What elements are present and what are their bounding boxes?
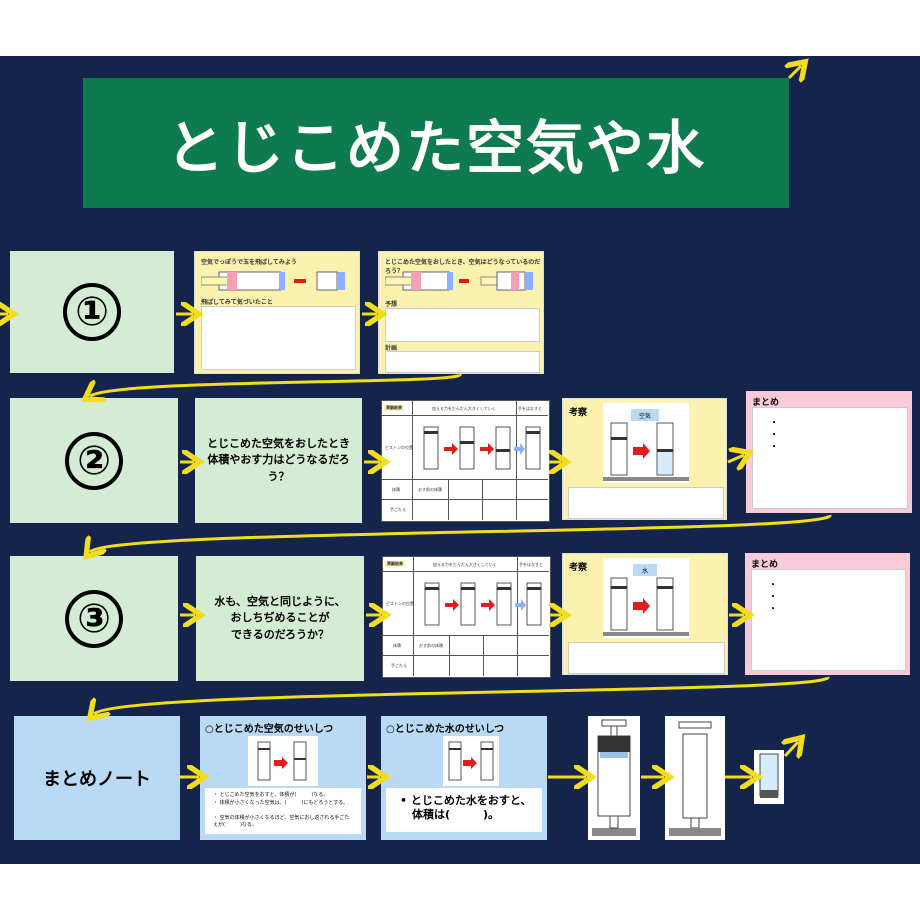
summary-3-header: まとめ — [751, 560, 779, 570]
air-gun-card[interactable]: 空気でっぽうで玉を飛ばしてみよう 飛ばしてみて気づいたこと — [194, 251, 360, 374]
note-water-line1: • とじこめた水をおすと、 — [400, 794, 532, 807]
plan-label: 計画 — [385, 345, 398, 352]
note-air-syringes — [248, 736, 318, 786]
consider-3-syringes — [603, 577, 689, 636]
step-1-label-card: ① — [10, 251, 174, 373]
consider-2-syringes — [603, 422, 689, 481]
result-2-col2: 手をはなすと — [518, 406, 542, 411]
step-2-number: ② — [65, 431, 123, 490]
air-push-card[interactable]: とじこめた空気をおしたとき、空気はどうなっているのだろう？ 予想 計画 — [378, 251, 544, 374]
note-air-card[interactable]: ○とじこめた空気のせいしつ ・ とじこめた空気をおすと、体積が( )なる。 ・ … — [200, 716, 366, 840]
result-3-header: 実験結果 — [385, 561, 405, 567]
result-2-header: 実験結果 — [384, 405, 404, 411]
note-air-item: ・ 空気の体積が小さくなるほど、空気におし返される手ごたえが( )なる。 — [213, 815, 350, 828]
result-2-row2-value: おす前の体積 — [418, 487, 442, 492]
consider-2-image: 空気 — [603, 403, 689, 483]
note-air-item: ・ 体積が小さくなった空気は、( )にもどろうとする。 — [213, 800, 349, 806]
air-gun-answer-box[interactable] — [201, 306, 356, 370]
summary-2-box[interactable]: ・ ・ ・ — [752, 407, 908, 509]
result-3-row3: 手ごたえ — [391, 663, 407, 668]
air-push-header: とじこめた空気をおしたとき、空気はどうなっているのだろう？ — [385, 259, 541, 275]
plan-box[interactable] — [385, 351, 540, 373]
consider-3-header: 考察 — [569, 563, 588, 573]
consider-2-header: 考察 — [569, 408, 588, 418]
summary-2-bullet: ・ — [769, 418, 779, 429]
summary-3-bullet: ・ — [768, 580, 778, 591]
result-3-col2: 手をはなすと — [519, 562, 543, 567]
page-title: とじこめた空気や水 — [83, 78, 789, 208]
air-syringe-icon — [588, 716, 640, 840]
result-2-col1: 加える力をだんだん大きくしていく — [432, 406, 496, 411]
result-3-col1: 加える力をだんだん大きくしていく — [433, 562, 497, 567]
result-3-row2: 体積 — [393, 643, 401, 648]
note-water-card[interactable]: ○とじこめた水のせいしつ • とじこめた水をおすと、 体積は( )。 — [381, 716, 547, 840]
syringe-sequence-3 — [424, 582, 542, 626]
consider-3-tag: 水 — [633, 564, 657, 576]
air-gun-illustration — [201, 271, 345, 291]
air-gun-header: 空気でっぽうで玉を飛ばしてみよう — [201, 259, 297, 266]
step-3-question: 水も、空気と同じように、 おしちぢめることが できるのだろうか？ — [196, 556, 364, 681]
step-3-label-card: ③ — [10, 556, 178, 681]
note-water-header: ○とじこめた水のせいしつ — [386, 724, 505, 735]
prediction-label: 予想 — [385, 301, 398, 308]
air-gun-subheader: 飛ばしてみて気づいたこと — [201, 299, 273, 306]
consider-3-answer-box[interactable] — [568, 642, 725, 674]
note-air-text-box[interactable]: ・ とじこめた空気をおすと、体積が( )なる。 ・ 体積が小さくなった空気は、(… — [205, 788, 361, 834]
air-push-illustration — [385, 271, 533, 291]
result-3-row1: ピストンの位置 — [386, 601, 414, 606]
step-3-number: ③ — [65, 589, 123, 648]
result-table-2[interactable]: 実験結果 加える力をだんだん大きくしていく 手をはなすと ピストンの位置 体積 … — [381, 400, 550, 522]
summary-3-bullet: ・ — [768, 592, 778, 603]
syringe-sequence-2 — [423, 426, 541, 470]
result-3-row2-value: おす前の体積 — [419, 643, 443, 648]
summary-3-bullet: ・ — [768, 604, 778, 615]
consider-2-tag: 空気 — [631, 409, 659, 421]
note-air-item: ・ とじこめた空気をおすと、体積が( )なる。 — [213, 792, 329, 798]
summary-card-2[interactable]: まとめ ・ ・ ・ — [746, 391, 912, 513]
note-air-header: ○とじこめた空気のせいしつ — [205, 724, 334, 735]
consider-3-image: 水 — [603, 558, 689, 638]
result-2-row3: 手ごたえ — [390, 507, 406, 512]
consider-card-3[interactable]: 考察 水 — [562, 553, 728, 675]
prediction-box[interactable] — [385, 308, 540, 342]
note-water-line2: 体積は( )。 — [412, 808, 500, 821]
step-1-number: ① — [63, 283, 121, 341]
water-syringe-icon — [665, 716, 725, 840]
summary-2-header: まとめ — [752, 398, 780, 408]
result-table-3[interactable]: 実験結果 加える力をだんだん大きくしていく 手をはなすと ピストンの位置 体積 … — [382, 556, 551, 678]
summary-2-bullet: ・ — [769, 430, 779, 441]
summary-card-3[interactable]: まとめ ・ ・ ・ — [745, 553, 910, 675]
consider-2-answer-box[interactable] — [568, 487, 724, 519]
result-2-row2: 体積 — [392, 487, 400, 492]
result-2-row1: ピストンの位置 — [385, 445, 413, 450]
step-2-label-card: ② — [10, 398, 178, 523]
step-2-question: とじこめた空気をおしたとき 体積やおす力はどうなるだろう？ — [195, 398, 362, 523]
note-water-text-box[interactable]: • とじこめた水をおすと、 体積は( )。 — [386, 788, 542, 832]
summary-3-box[interactable]: ・ ・ ・ — [751, 569, 906, 671]
summary-2-bullet: ・ — [769, 442, 779, 453]
water-tube-icon — [754, 750, 784, 804]
summary-note-label: まとめノート — [14, 716, 180, 840]
note-water-syringes — [443, 736, 499, 786]
